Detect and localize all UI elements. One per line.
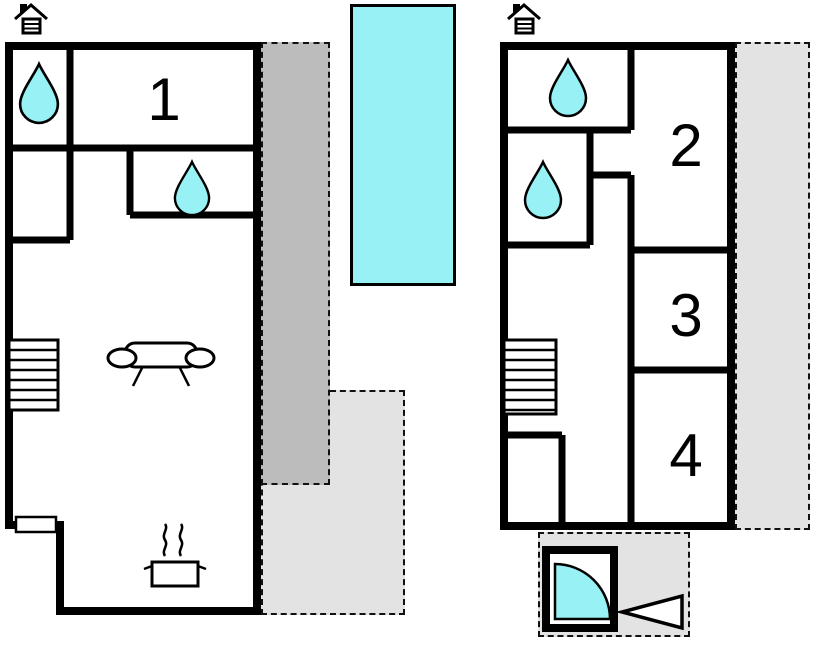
staircase-icon <box>502 338 558 416</box>
house-icon <box>507 3 541 35</box>
room-4-label: 4 <box>669 422 703 489</box>
door-swing <box>553 562 612 621</box>
room-2-label: 2 <box>669 112 703 179</box>
room-1-label: 1 <box>147 66 181 133</box>
balcony-upper-left <box>261 42 330 485</box>
terrace-right <box>735 42 810 530</box>
roof <box>507 3 541 21</box>
staircase-icon <box>7 338 60 412</box>
chimney <box>20 4 27 14</box>
stove-icon <box>143 523 207 588</box>
entrance-door-icon <box>542 546 618 632</box>
house-body <box>514 17 535 35</box>
roof <box>14 3 48 21</box>
room-3-label: 3 <box>669 282 703 349</box>
floor-2-plan <box>500 42 735 530</box>
entrance-arrow-icon <box>615 593 684 631</box>
floor-1-plan <box>5 42 261 615</box>
house-body <box>21 17 42 35</box>
house-icon <box>14 3 48 35</box>
window-opening <box>14 515 58 534</box>
chimney <box>513 4 520 14</box>
swimming-pool <box>350 4 456 286</box>
sofa-icon <box>106 341 216 387</box>
